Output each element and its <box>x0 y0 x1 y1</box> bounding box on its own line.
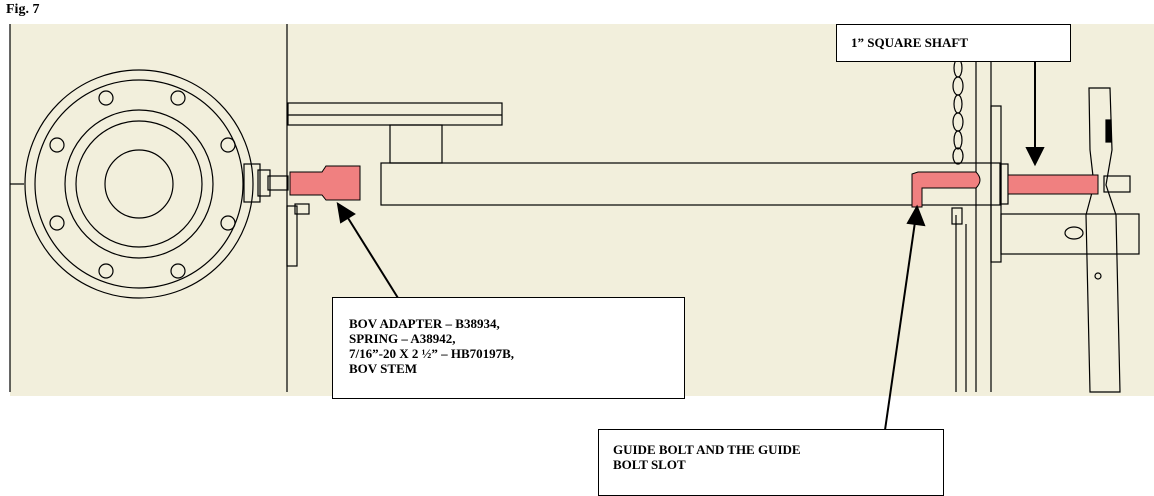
callout-guide-bolt: GUIDE BOLT AND THE GUIDE BOLT SLOT <box>598 429 944 496</box>
bolt-hole <box>170 263 186 279</box>
callout-square-shaft-text: 1” SQUARE SHAFT <box>851 35 969 50</box>
bracket-foot <box>286 205 298 267</box>
shaft-arrowhead <box>1025 147 1045 167</box>
bov-adapter-highlight <box>289 165 361 201</box>
bolt-hole <box>220 137 236 153</box>
flange-ring-3 <box>64 109 214 259</box>
stem-nut-2 <box>257 169 271 197</box>
bolt-hole <box>170 90 186 106</box>
operator-logo-icon <box>1064 226 1084 240</box>
operator-frame <box>1000 213 1140 255</box>
valve-flange <box>24 69 254 299</box>
flange-outer-ring <box>24 69 254 299</box>
guide-arrowhead <box>906 204 926 227</box>
operator-stub <box>1103 175 1131 193</box>
figure-label: Fig. 7 <box>6 2 40 17</box>
stand-plate <box>990 105 1002 263</box>
bolt-hole <box>98 90 114 106</box>
pin-hole <box>1094 272 1102 280</box>
callout-square-shaft: 1” SQUARE SHAFT <box>836 24 1071 62</box>
bolt-hole <box>98 263 114 279</box>
callout-bov-adapter: BOV ADAPTER – B38934, SPRING – A38942, 7… <box>332 297 685 399</box>
callout-adapter-line-1: BOV ADAPTER – B38934, <box>349 316 500 331</box>
bracket-bolt <box>294 203 310 215</box>
tag-mark <box>1105 119 1112 143</box>
callout-adapter-line-2: SPRING – A38942, <box>349 331 456 346</box>
flange-bore <box>104 149 174 219</box>
callout-guide-line-1: GUIDE BOLT AND THE GUIDE <box>613 442 801 457</box>
flange-ring-4 <box>75 120 203 248</box>
guide-bolt-nut <box>951 207 963 225</box>
adapter-arrowhead <box>336 201 356 224</box>
bolt-hole <box>49 137 65 153</box>
adapter-leader-line <box>347 217 399 299</box>
bolt-hole <box>49 215 65 231</box>
callout-adapter-line-4: BOV STEM <box>349 361 418 376</box>
stem-collar <box>267 175 289 191</box>
stem-nut <box>243 163 261 203</box>
flange-ring-2 <box>34 79 244 289</box>
guide-bolt-highlight <box>911 171 981 208</box>
bolt-hole <box>220 215 236 231</box>
callout-adapter-line-3: 7/16”-20 X 2 ½” – HB70197B, <box>349 346 515 361</box>
callout-guide-line-2: BOLT SLOT <box>613 457 686 472</box>
square-shaft-highlight <box>1007 174 1099 195</box>
guide-leader-line <box>884 221 916 431</box>
